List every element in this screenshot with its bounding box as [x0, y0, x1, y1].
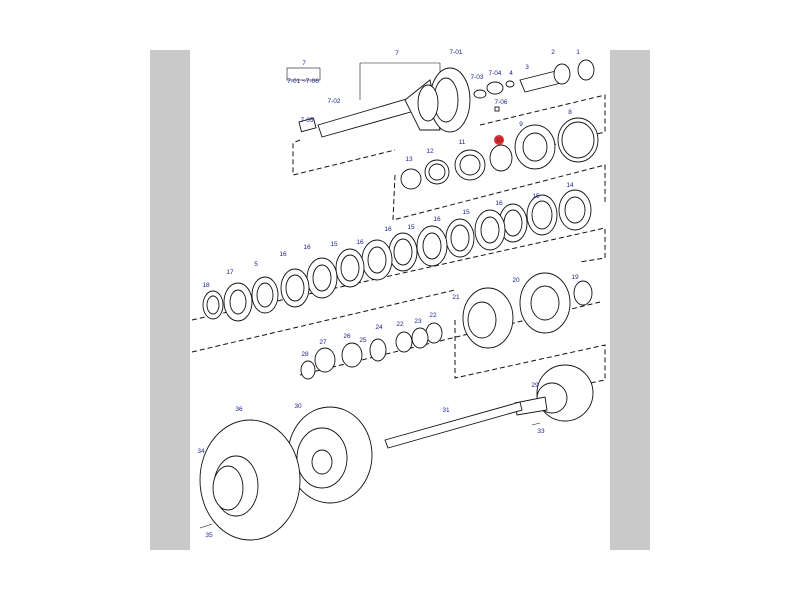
label-16f: 16	[356, 239, 364, 246]
label-14: 14	[566, 182, 574, 189]
middle-clutch-plates	[202, 189, 592, 322]
label-36: 36	[235, 406, 243, 413]
label-33: 33	[537, 428, 545, 435]
label-10: 10	[495, 137, 503, 144]
label-28: 28	[301, 351, 309, 358]
torque-converter-group	[199, 364, 594, 541]
label-8: 8	[568, 109, 572, 116]
main-shaft-assembly	[286, 59, 595, 138]
label-4: 4	[509, 70, 513, 77]
label-7-range: 7-01 ~7-06	[287, 78, 319, 85]
label-16b: 16	[433, 216, 441, 223]
label-30: 30	[294, 403, 302, 410]
label-16a: 16	[495, 200, 503, 207]
label-7-04: 7-04	[488, 70, 501, 77]
label-20: 20	[512, 277, 520, 284]
label-15c: 15	[407, 224, 415, 231]
label-23: 23	[414, 318, 422, 325]
label-22a: 22	[429, 312, 437, 319]
left-gray-panel	[150, 50, 190, 550]
carrier-and-gears	[300, 272, 593, 380]
label-13: 13	[405, 156, 413, 163]
label-7-03: 7-03	[470, 74, 483, 81]
label-27: 27	[319, 339, 327, 346]
label-26: 26	[343, 333, 351, 340]
label-7-06: 7-06	[494, 99, 507, 106]
label-15a: 15	[532, 193, 540, 200]
label-29: 29	[531, 382, 539, 389]
label-24: 24	[375, 324, 383, 331]
label-35: 35	[205, 532, 213, 539]
label-11: 11	[459, 139, 466, 146]
label-19: 19	[571, 274, 579, 281]
label-9: 9	[519, 121, 523, 128]
label-25: 25	[359, 337, 367, 344]
label-1: 1	[576, 49, 580, 56]
label-3: 3	[525, 64, 529, 71]
label-16e: 16	[279, 251, 287, 258]
right-gray-panel	[610, 50, 650, 550]
label-7-group: 7	[395, 50, 399, 57]
label-2: 2	[551, 49, 555, 56]
label-5: 5	[254, 261, 258, 268]
label-18: 18	[202, 282, 210, 289]
label-31: 31	[442, 407, 450, 414]
label-15d: 15	[330, 241, 338, 248]
label-12: 12	[426, 148, 434, 155]
label-7-01: 7-01	[449, 49, 462, 56]
label-7-05: 7-05	[300, 117, 313, 124]
label-7-02: 7-02	[327, 98, 340, 105]
upper-clutch-pack	[400, 117, 599, 190]
label-16d: 16	[303, 244, 311, 251]
label-16c: 16	[384, 226, 392, 233]
label-7-top: 7	[302, 60, 306, 67]
label-22b: 22	[396, 321, 404, 328]
label-21: 21	[452, 294, 460, 301]
highlight-marker	[494, 135, 504, 145]
label-15b: 15	[462, 209, 470, 216]
label-17: 17	[226, 269, 234, 276]
label-34: 34	[197, 448, 205, 455]
part-callouts: 7 7-01 ~7-06 7 7-01 7-02 7-03 7-04 7-05 …	[197, 49, 580, 539]
